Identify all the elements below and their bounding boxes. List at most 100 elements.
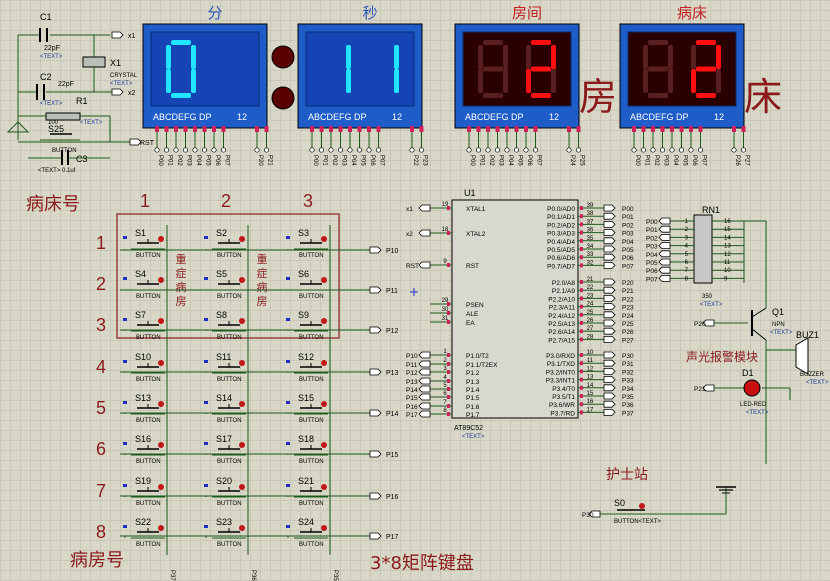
rn1-pin-num: 12 xyxy=(724,252,731,258)
q1-text: <TEXT> xyxy=(770,330,793,336)
segment-g xyxy=(696,66,716,72)
mcu-pin-marker xyxy=(580,280,583,284)
mcu-pin-name: P3.5/T1 xyxy=(552,394,575,401)
mcu-net-label: x1 xyxy=(406,206,413,213)
mcu-pin-marker xyxy=(580,255,583,260)
heavy-ward-char: 病 xyxy=(176,280,187,294)
mcu-pin-name: P2.0/A8 xyxy=(552,280,576,287)
mcu-pin-name: P3.1/TXD xyxy=(547,361,575,368)
led-body xyxy=(743,379,761,397)
pin-marker xyxy=(576,126,581,132)
q1-name: Q1 xyxy=(772,307,784,317)
rn1-net-terminal xyxy=(658,275,671,282)
display-pin-label: P07 xyxy=(701,155,707,166)
segment-c xyxy=(716,69,721,93)
pin-marker xyxy=(155,126,159,132)
mcu-net-label: P06 xyxy=(622,255,634,262)
rn1-net-terminal xyxy=(658,266,671,274)
pin-marker xyxy=(495,126,500,132)
display-title: 分 xyxy=(207,4,222,22)
display-glass xyxy=(627,31,737,107)
rn1-net-terminal xyxy=(658,225,671,233)
segment-g xyxy=(648,66,668,72)
display-pin-label: P07 xyxy=(379,155,385,166)
pin-terminal xyxy=(466,147,472,153)
mcu-pin-name: ALE xyxy=(466,311,479,318)
display-pin-label: P24 xyxy=(569,155,575,166)
row-net-terminal xyxy=(369,409,382,417)
segment-c xyxy=(191,69,196,93)
pin-terminal xyxy=(532,147,539,153)
display-pin-label: P05 xyxy=(205,155,211,166)
display-pin-label: P04 xyxy=(350,155,356,166)
mcu-pin-name: P2.3/A11 xyxy=(549,305,576,312)
button-name: S13 xyxy=(135,393,151,403)
net-x2 xyxy=(111,88,124,96)
pin-marker xyxy=(264,126,269,132)
segment-d xyxy=(696,93,716,98)
mcu-text: <TEXT> xyxy=(462,434,485,440)
mcu-pin-marker xyxy=(447,206,450,210)
display-pin-label: P03 xyxy=(341,155,347,166)
pin-marker xyxy=(348,126,352,132)
mcu-net-terminal xyxy=(418,351,431,359)
row-net-label: P16 xyxy=(386,494,399,501)
mcu-pin-name: P0.3/AD3 xyxy=(547,231,575,238)
r1-value: 100 xyxy=(48,120,59,126)
mcu-pin-num: 18 xyxy=(442,227,449,233)
pin-terminal xyxy=(659,147,666,153)
pin-terminal xyxy=(201,147,208,153)
button-name: S20 xyxy=(216,476,232,486)
mcu-net-label: P25 xyxy=(622,321,634,328)
display-side-label: 床 xyxy=(744,75,782,119)
display-pin-label: P20 xyxy=(257,155,263,166)
display-num: 12 xyxy=(237,112,247,122)
button-type: BUTTON xyxy=(217,542,242,548)
net-x2-label: x2 xyxy=(128,90,136,97)
mcu-net-label: P37 xyxy=(622,410,634,417)
button-name: S22 xyxy=(135,517,151,527)
segment-d xyxy=(219,93,239,98)
mcu-pin-marker xyxy=(580,214,583,219)
display-glass xyxy=(150,31,260,107)
mcu-net-terminal xyxy=(418,360,431,368)
display-pin-label: P01 xyxy=(167,155,173,166)
mcu-net-terminal xyxy=(603,286,616,294)
row-net-label: P13 xyxy=(386,370,399,377)
resistor-r1 xyxy=(45,112,81,121)
pin-terminal xyxy=(366,147,372,153)
mcu-pin-num: 4 xyxy=(443,375,447,381)
mcu-net-terminal xyxy=(603,212,616,220)
button-red-dot xyxy=(239,525,245,531)
button-type: BUTTON xyxy=(136,418,161,424)
pin-marker xyxy=(476,126,481,132)
rn1-net-label: P07 xyxy=(646,276,658,283)
segment-c xyxy=(551,69,556,93)
mcu-pin-num: 26 xyxy=(587,318,594,324)
heavy-ward-char: 房 xyxy=(176,295,187,308)
mcu-pin-num: 6 xyxy=(443,391,447,397)
mcu-pin-name: XTAL2 xyxy=(466,231,486,238)
digit-2 xyxy=(526,40,556,98)
mcu-pin-num: 13 xyxy=(587,375,594,381)
pin-terminal xyxy=(650,147,656,153)
mcu-pin-marker xyxy=(580,377,583,382)
pin-terminal xyxy=(485,147,491,153)
button-name: S9 xyxy=(298,310,309,320)
pin-marker xyxy=(660,126,665,132)
pin-terminal xyxy=(740,147,747,153)
r1-label: R1 xyxy=(76,96,88,106)
digit-1 xyxy=(321,40,351,98)
mcu-pin-name: P0.0/AD0 xyxy=(547,206,575,213)
display-num: 12 xyxy=(549,112,559,122)
display-pin-label: P04 xyxy=(672,155,678,166)
button-type: BUTTON xyxy=(136,459,161,465)
pin-marker xyxy=(467,126,471,132)
display-num: 12 xyxy=(714,112,724,122)
rn1-net-terminal xyxy=(658,217,671,225)
pin-terminal xyxy=(211,147,217,153)
mcu-net-terminal xyxy=(418,204,431,212)
button-red-dot xyxy=(158,442,164,448)
